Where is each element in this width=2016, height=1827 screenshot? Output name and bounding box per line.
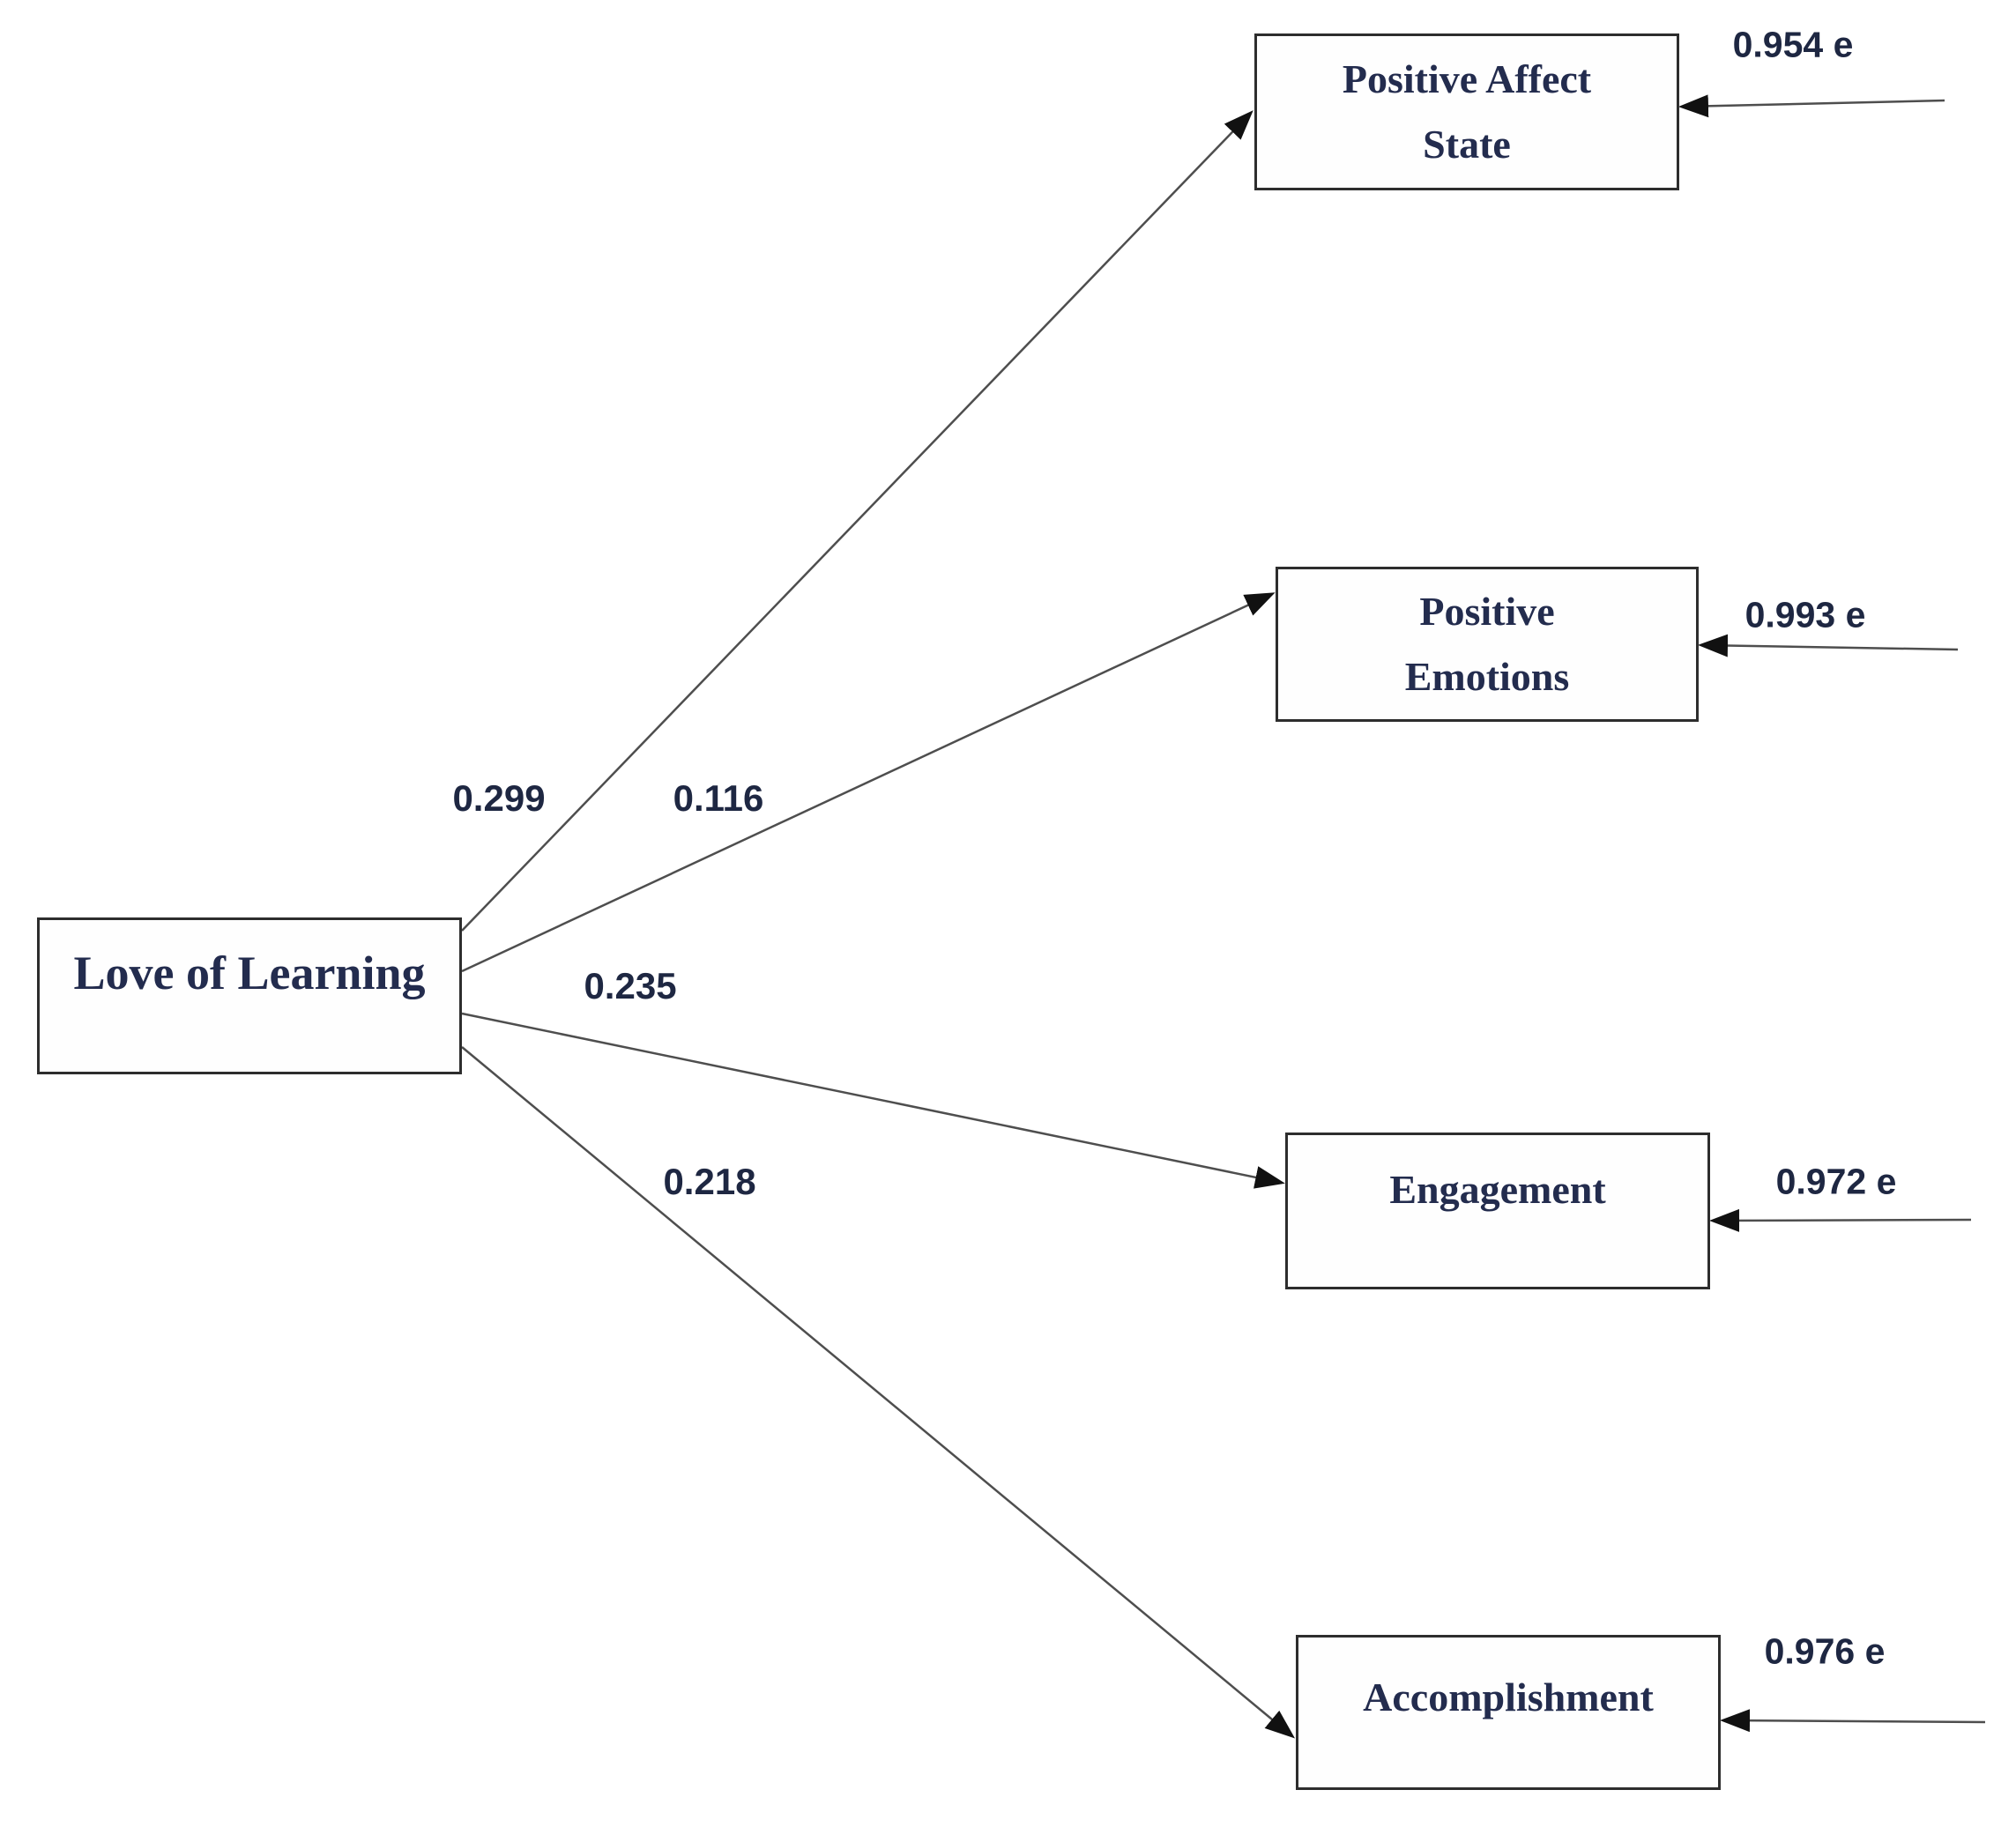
path-line-positive-affect-state — [461, 110, 1253, 932]
outcome-box-positive-affect-state: Positive Affect State — [1254, 33, 1679, 190]
error-label-accomplishment: 0.976 e — [1764, 1630, 1886, 1672]
error-line-engagement — [1709, 1208, 1972, 1232]
path-line-accomplishment — [461, 1046, 1296, 1739]
path-coefficient-accomplishment: 0.218 — [663, 1161, 756, 1202]
outcome-box-engagement: Engagement — [1285, 1133, 1710, 1289]
error-line-positive-emotions — [1698, 634, 1959, 657]
error-line-positive-affect-state — [1678, 94, 1945, 118]
path-coefficient-positive-emotions: 0.116 — [673, 777, 764, 819]
path-coefficient-positive-affect-state: 0.299 — [452, 777, 546, 819]
outcome-box-positive-emotions: Positive Emotions — [1276, 567, 1699, 722]
path-coefficient-engagement: 0.235 — [584, 965, 677, 1006]
outcome-box-accomplishment: Accomplishment — [1296, 1635, 1721, 1790]
error-label-positive-affect-state: 0.954 e — [1732, 24, 1854, 65]
path-line-engagement — [461, 1012, 1285, 1189]
error-line-accomplishment — [1720, 1709, 1986, 1733]
error-label-engagement: 0.972 e — [1775, 1161, 1897, 1202]
predictor-box-love-of-learning: Love of Learning — [37, 917, 462, 1074]
error-label-positive-emotions: 0.993 e — [1744, 594, 1866, 635]
path-line-positive-emotions — [461, 592, 1276, 973]
